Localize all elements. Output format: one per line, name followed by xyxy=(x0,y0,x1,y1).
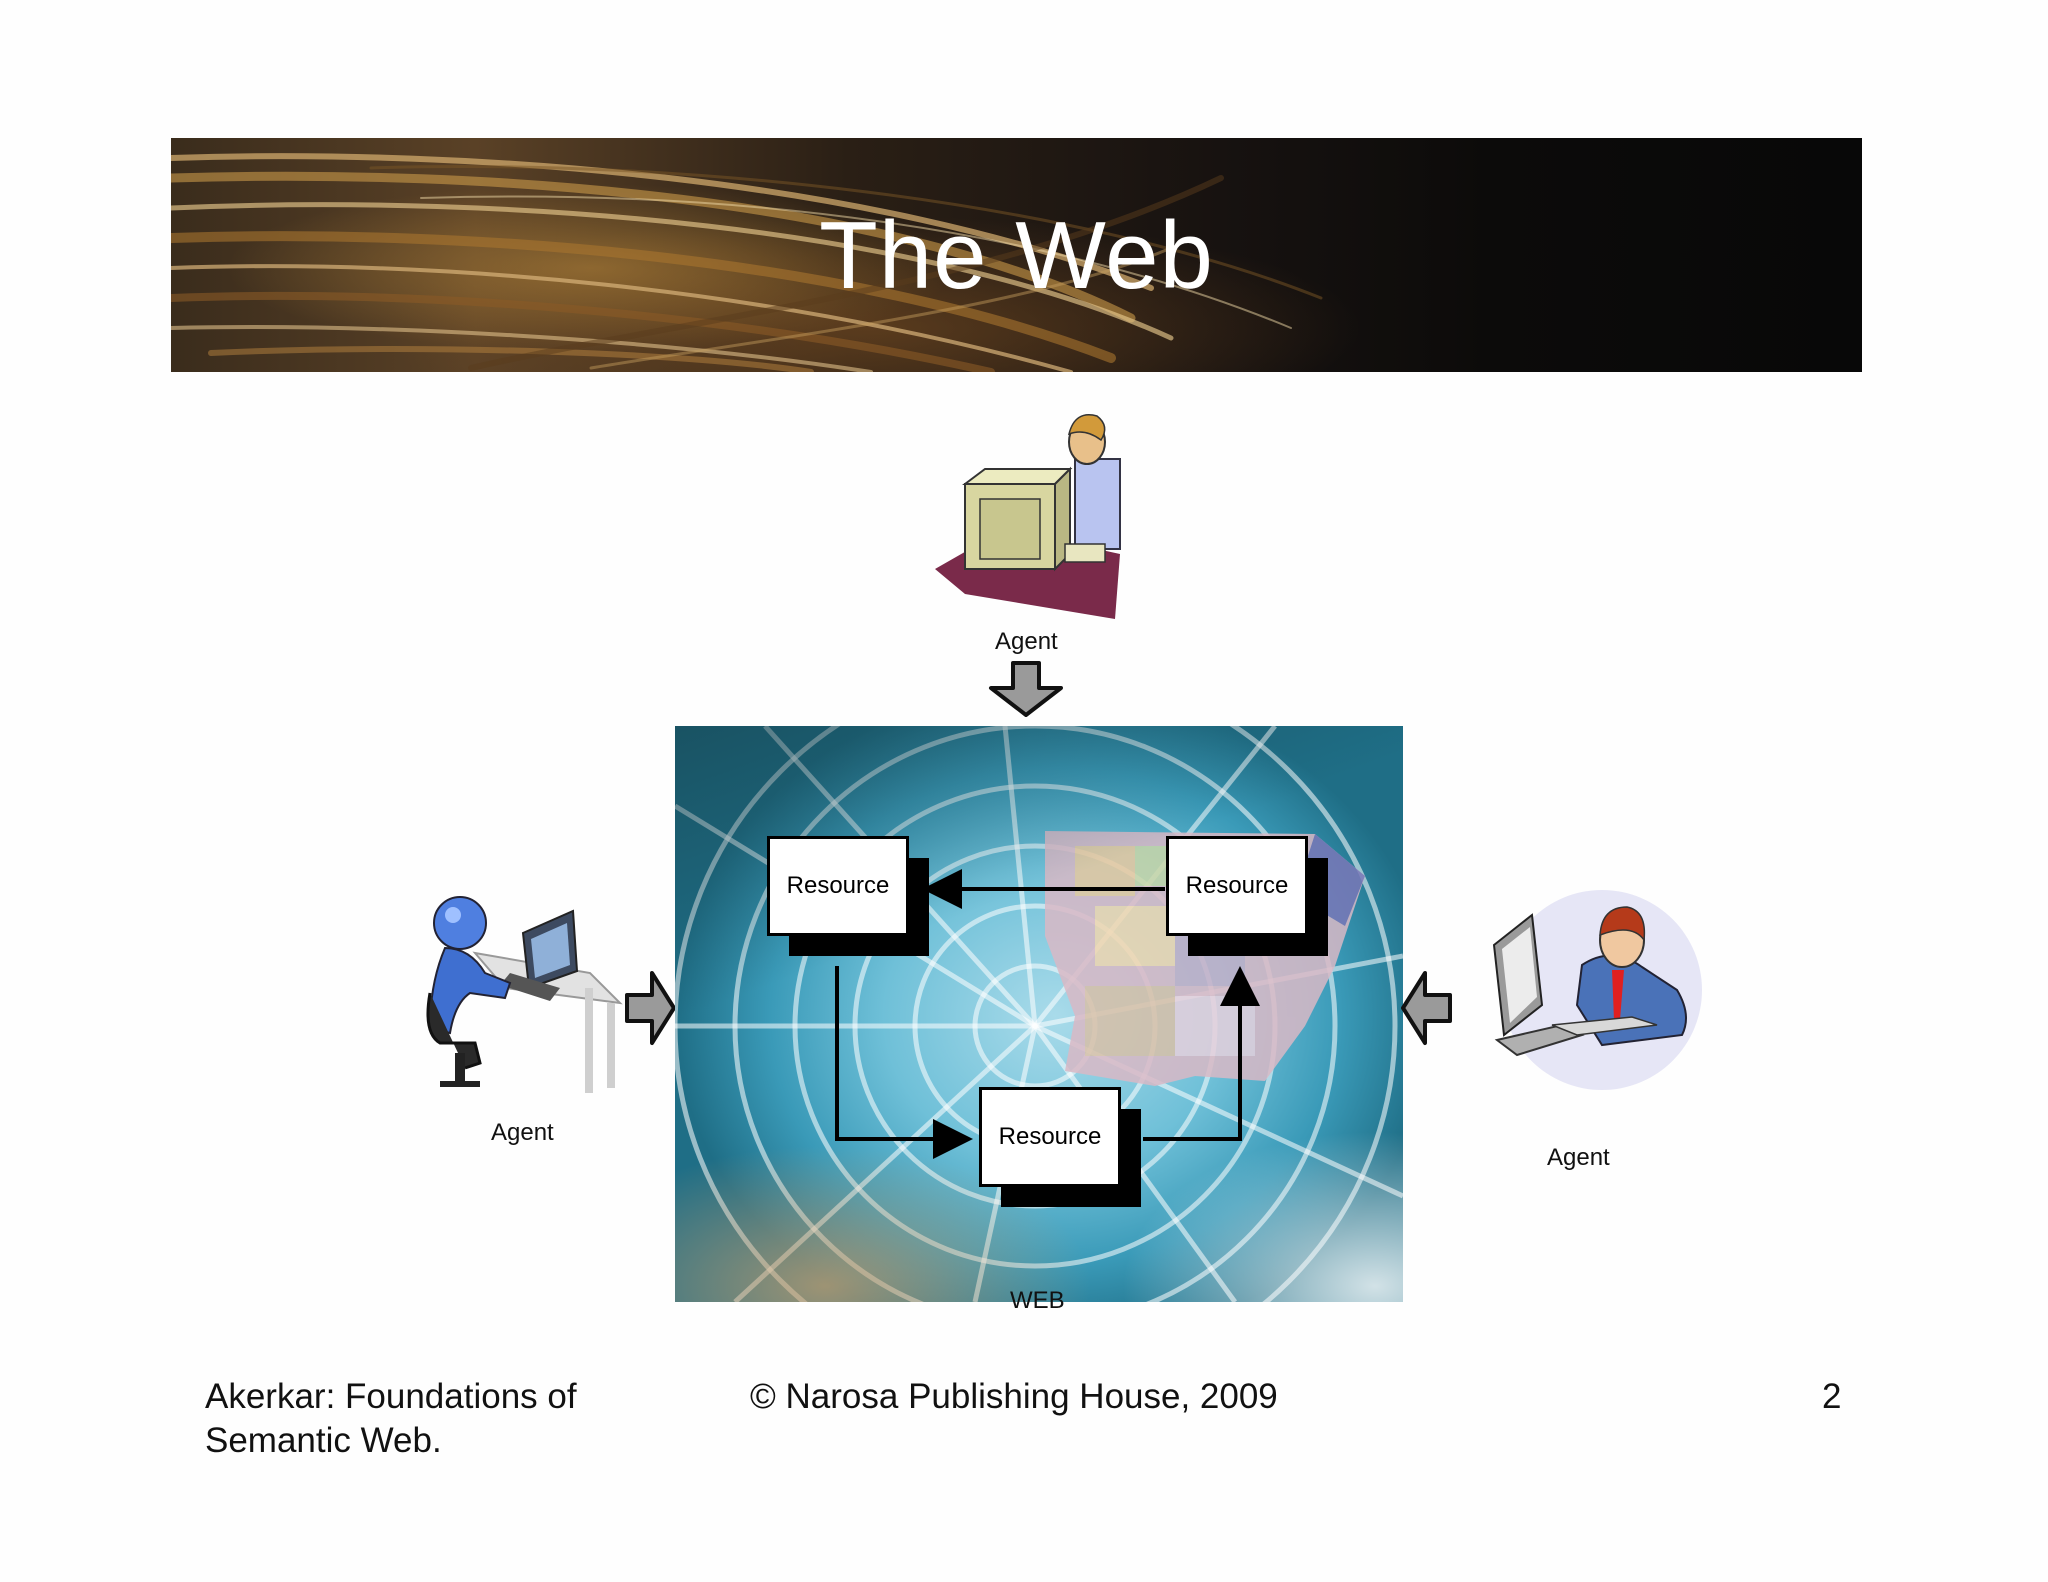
page-number: 2 xyxy=(1822,1377,1842,1416)
connector-left-to-bottom xyxy=(835,966,973,1159)
web-panel: Resource Resource Resource xyxy=(675,726,1403,1302)
web-label: WEB xyxy=(1010,1287,1065,1314)
resource-node-right: Resource xyxy=(1166,836,1328,956)
resource-label: Resource xyxy=(767,836,909,936)
footer-author-line1: Akerkar: Foundations of xyxy=(205,1377,577,1416)
resource-connectors xyxy=(835,869,1260,1159)
arrow-down-icon xyxy=(989,661,1063,717)
agent-top-illustration xyxy=(935,414,1121,619)
arrow-right-icon xyxy=(625,971,676,1045)
agent-right-illustration xyxy=(1492,890,1702,1090)
footer-author-line2: Semantic Web. xyxy=(205,1421,442,1460)
agent-label-right: Agent xyxy=(1547,1144,1610,1171)
agent-left-illustration xyxy=(426,896,623,1093)
arrow-left-icon xyxy=(1401,971,1452,1045)
resource-node-left: Resource xyxy=(767,836,929,956)
banner-streaks-graphic xyxy=(171,153,1323,372)
resource-label: Resource xyxy=(979,1087,1121,1187)
resource-label: Resource xyxy=(1166,836,1308,936)
resource-node-bottom: Resource xyxy=(979,1087,1141,1207)
title-banner: The Web xyxy=(171,138,1862,372)
footer-author: Akerkar: Foundations of Semantic Web. xyxy=(205,1375,577,1463)
connector-bottom-to-right xyxy=(1143,966,1260,1141)
footer-copyright: © Narosa Publishing House, 2009 xyxy=(750,1377,1278,1416)
slide-title: The Web xyxy=(819,202,1214,309)
agent-label-top: Agent xyxy=(995,628,1058,655)
agent-label-left: Agent xyxy=(491,1119,554,1146)
